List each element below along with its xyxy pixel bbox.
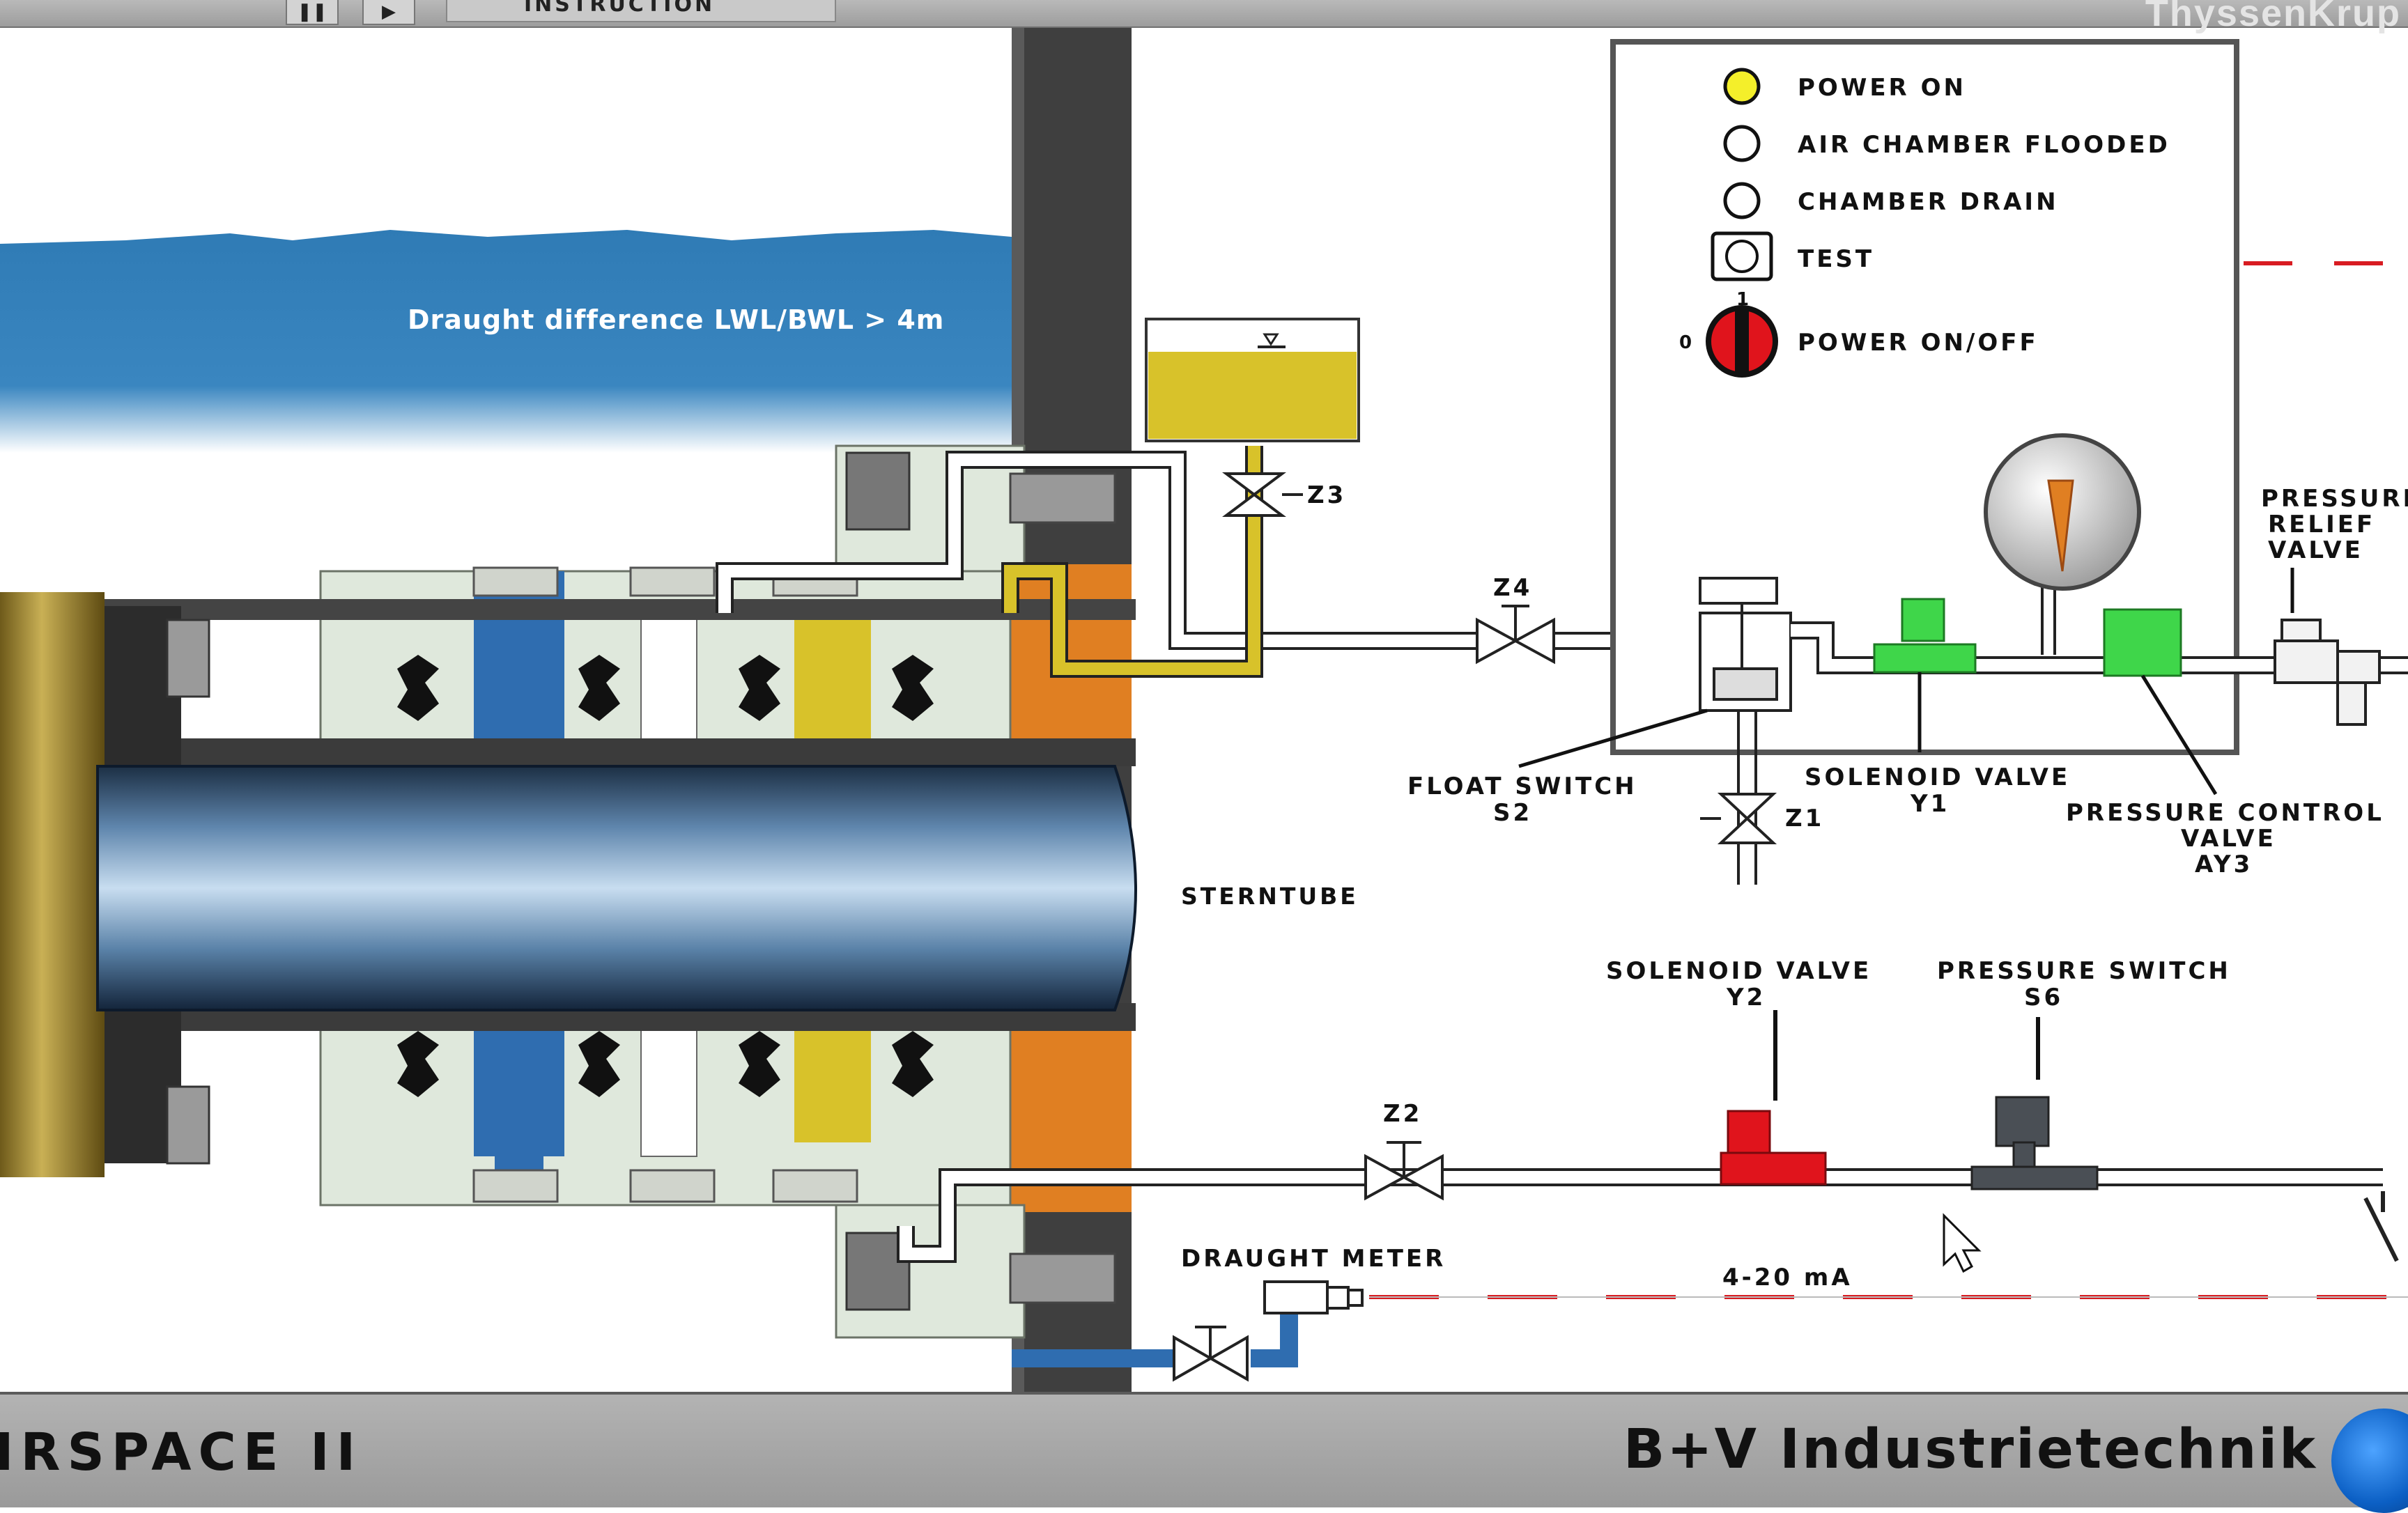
solenoid-valve-y2 <box>1720 1110 1827 1186</box>
label-sterntube: STERNTUBE <box>1181 883 1359 910</box>
label-float-switch-id: S2 <box>1493 799 1532 827</box>
panel-label-air-chamber: AIR CHAMBER FLOODED <box>1798 131 2170 159</box>
test-button[interactable] <box>1711 231 1773 281</box>
company-name: B+V Industrietechnik <box>1623 1418 2317 1481</box>
valve-z4 <box>1476 605 1555 665</box>
valve-z2 <box>1364 1141 1444 1201</box>
pressure-relief-valve <box>2274 619 2381 726</box>
bottom-bar: IRSPACE II B+V Industrietechnik <box>0 1392 2408 1513</box>
pause-button[interactable]: ❚❚ <box>286 0 339 25</box>
product-name: IRSPACE II <box>0 1422 363 1482</box>
propeller-hub <box>0 592 105 1177</box>
tab-instruction[interactable]: INSTRUCTION <box>446 0 836 22</box>
label-solenoid-y1: SOLENOID VALVE <box>1805 763 2070 791</box>
label-float-switch: FLOAT SWITCH <box>1407 773 1637 800</box>
label-pressure-relief-3: VALVE <box>2268 536 2363 564</box>
draught-meter <box>1263 1280 1364 1314</box>
label-draught-meter: DRAUGHT METER <box>1181 1245 1446 1273</box>
lip-seals-upper <box>397 655 934 721</box>
label-solenoid-y2-id: Y2 <box>1726 984 1766 1011</box>
play-icon: ▶ <box>382 1 396 22</box>
propeller-shaft <box>96 765 1137 1011</box>
sea-water <box>0 230 1012 453</box>
solenoid-valve-y1 <box>1873 598 1977 674</box>
top-toolbar: ❚❚ ▶ INSTRUCTION ThyssenKrup <box>0 0 2408 34</box>
label-z2: Z2 <box>1383 1100 1422 1128</box>
float-switch-s2 <box>1699 577 1792 885</box>
switch-position-0: 0 <box>1679 332 1695 353</box>
pressure-gauge <box>1984 433 2141 655</box>
label-pressure-relief: PRESSURE <box>2261 485 2408 513</box>
pressure-control-valve-ay3 <box>2103 608 2182 677</box>
lip-seals-lower <box>397 1031 934 1097</box>
play-button[interactable]: ▶ <box>362 0 415 25</box>
label-solenoid-y1-id: Y1 <box>1910 790 1950 818</box>
panel-label-test: TEST <box>1798 245 1874 273</box>
label-solenoid-y2: SOLENOID VALVE <box>1606 957 1871 985</box>
label-z1: Z1 <box>1785 805 1824 832</box>
label-pressure-switch-id: S6 <box>2024 984 2063 1011</box>
label-pressure-control-2: VALVE <box>2181 825 2276 853</box>
valve-z3 <box>1222 472 1303 517</box>
label-z4: Z4 <box>1493 574 1532 602</box>
label-pressure-control: PRESSURE CONTROL <box>2066 799 2384 827</box>
pause-icon: ❚❚ <box>297 1 327 22</box>
power-switch[interactable] <box>1706 305 1778 378</box>
label-signal: 4-20 mA <box>1722 1264 1853 1291</box>
pressure-switch-s6 <box>1970 1096 2099 1190</box>
valve-draught <box>1173 1326 1249 1382</box>
company-logo <box>2331 1409 2408 1513</box>
label-pressure-relief-2: RELIEF <box>2268 511 2375 538</box>
label-pressure-control-3: AY3 <box>2195 851 2253 878</box>
panel-label-power-onoff: POWER ON/OFF <box>1798 329 2039 357</box>
brand-top: ThyssenKrup <box>2145 0 2401 34</box>
label-pressure-switch: PRESSURE SWITCH <box>1937 957 2231 985</box>
label-z3: Z3 <box>1307 481 1346 509</box>
lamp-power-on <box>1723 68 1761 105</box>
lamp-air-chamber <box>1723 125 1761 162</box>
valve-z1 <box>1700 793 1777 844</box>
mouse-cursor-icon <box>1943 1213 1982 1273</box>
panel-label-power-on: POWER ON <box>1798 74 1966 102</box>
switch-position-1: 1 <box>1736 289 1752 310</box>
panel-label-chamber-drain: CHAMBER DRAIN <box>1798 188 2059 216</box>
water-note: Draught difference LWL/BWL > 4m <box>408 304 944 335</box>
lamp-chamber-drain <box>1723 182 1761 219</box>
